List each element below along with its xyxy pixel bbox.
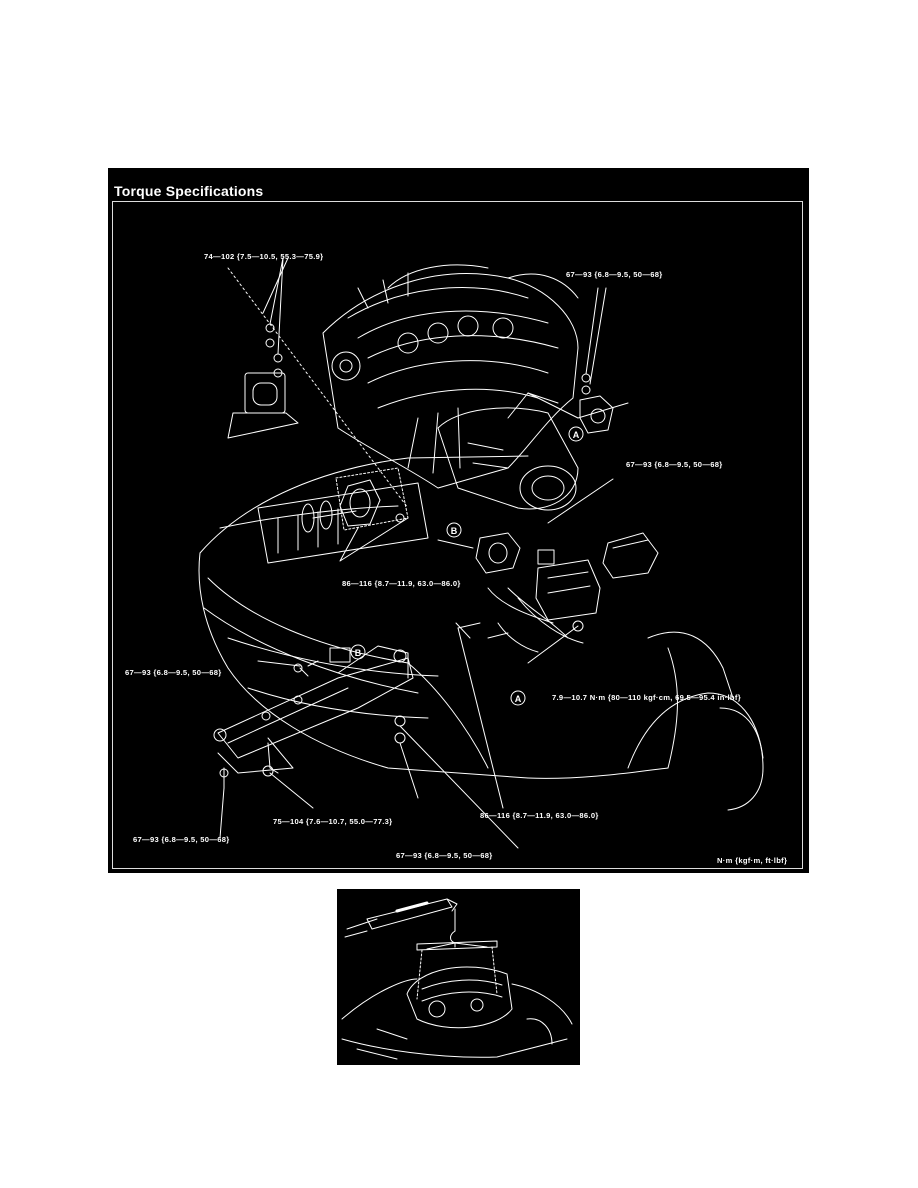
torque-callout-mount-left: 74—102 {7.5—10.5, 55.3—75.9}: [204, 252, 324, 261]
figure-frame: [112, 201, 803, 869]
engine-mount-diagram: A B B A: [198, 257, 764, 849]
marker-a-top: [568, 426, 584, 442]
wiring-harness: [457, 587, 584, 653]
units-note: N·m {kgf·m, ft·lbf}: [717, 856, 788, 865]
front-crossmember: [213, 645, 414, 777]
engine-hoist-figure: [337, 889, 580, 1065]
torque-callout-lower-bolt: 86—116 {8.7—11.9, 63.0—86.0}: [480, 811, 599, 820]
center-engine-mount: [312, 467, 409, 531]
marker-b-mid: [446, 522, 462, 538]
leader-lines: [219, 257, 614, 849]
right-mount: [527, 287, 629, 434]
left-engine-mount: [227, 257, 299, 439]
marker-b-left-label: B: [355, 648, 362, 658]
fasteners: [219, 622, 471, 789]
vehicle-body-outline: [198, 455, 764, 811]
relay-box: [507, 559, 601, 644]
torque-callout-crossmember-left: 67—93 {6.8—9.5, 50—68}: [125, 668, 222, 677]
torque-callout-harness-ground: 7.9—10.7 N·m {80—110 kgf·cm, 69.5—95.4 i…: [552, 693, 741, 702]
figure-title: Torque Specifications: [114, 183, 264, 199]
torque-specifications-figure: Torque Specifications: [108, 168, 809, 873]
torque-callout-crossmember-nut: 75—104 {7.6—10.7, 55.0—77.3}: [273, 817, 393, 826]
marker-a-bottom-label: A: [515, 694, 522, 704]
torque-callout-engine-mount-bolt: 86—116 {8.7—11.9, 63.0—86.0}: [342, 579, 461, 588]
marker-b-left: [350, 644, 366, 660]
torque-callout-bottom-nut: 67—93 {6.8—9.5, 50—68}: [396, 851, 493, 860]
marker-a-top-label: A: [573, 430, 580, 440]
marker-b-mid-label: B: [451, 526, 458, 536]
marker-a-bottom: [510, 690, 526, 706]
control-unit: [537, 532, 659, 579]
trans-mount-bracket: [437, 532, 521, 574]
torque-callout-mount-right: 67—93 {6.8—9.5, 50—68}: [566, 270, 663, 279]
engine-hoist-illustration: [341, 898, 573, 1060]
torque-callout-front-bolt: 67—93 {6.8—9.5, 50—68}: [133, 835, 230, 844]
engine-block: [322, 264, 579, 489]
torque-callout-trans-mount: 67—93 {6.8—9.5, 50—68}: [626, 460, 723, 469]
